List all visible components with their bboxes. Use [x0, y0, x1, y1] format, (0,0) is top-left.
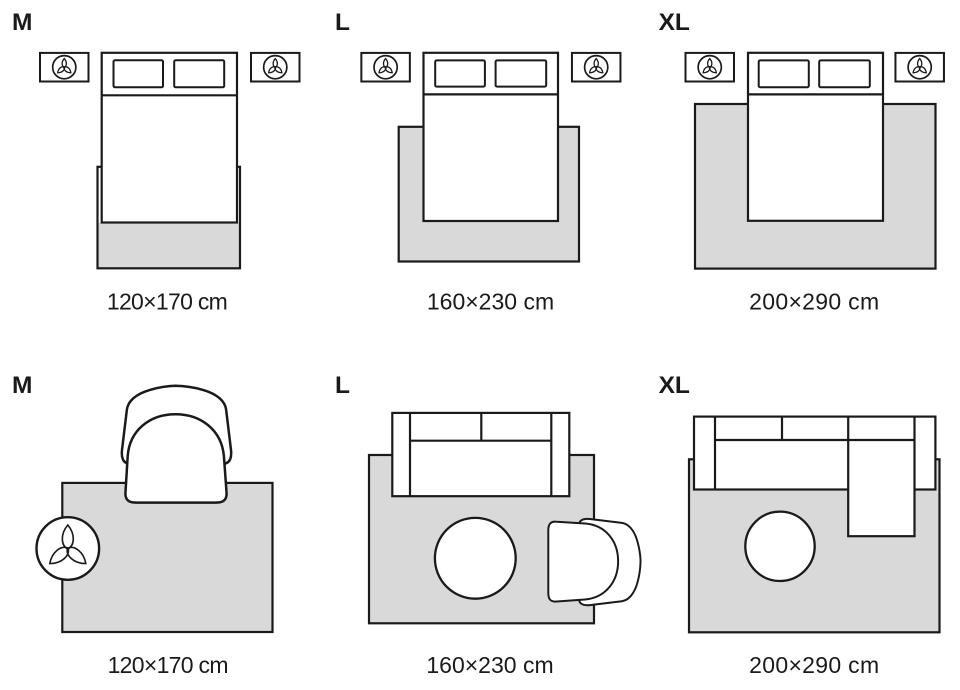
- svg-text:XL: XL: [659, 9, 690, 36]
- svg-text:160×230 cm: 160×230 cm: [426, 652, 553, 678]
- svg-text:XL: XL: [659, 372, 690, 399]
- svg-text:120×170 cm: 120×170 cm: [108, 652, 228, 678]
- svg-text:M: M: [12, 9, 32, 36]
- svg-text:L: L: [335, 9, 350, 36]
- svg-text:160×230 cm: 160×230 cm: [427, 289, 554, 315]
- svg-text:M: M: [12, 372, 32, 399]
- svg-text:200×290 cm: 200×290 cm: [749, 652, 879, 678]
- svg-text:200×290 cm: 200×290 cm: [749, 289, 879, 315]
- svg-text:120×170 cm: 120×170 cm: [107, 289, 227, 315]
- svg-text:L: L: [335, 372, 350, 399]
